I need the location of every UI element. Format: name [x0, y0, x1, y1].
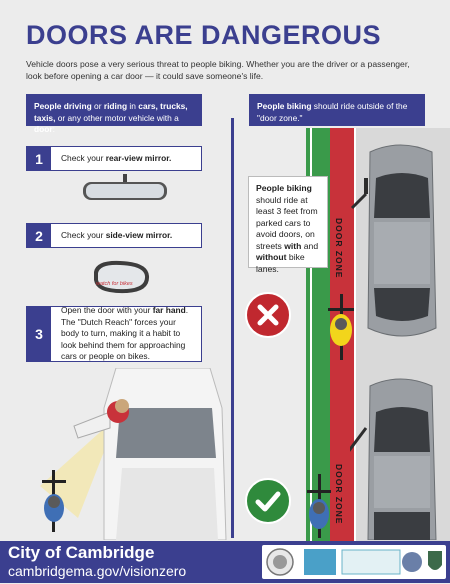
text: far hand [152, 305, 186, 316]
sight-beam [40, 416, 118, 518]
lane-line [310, 128, 312, 541]
rear-view-mirror-icon [83, 174, 167, 200]
partner-logos [262, 545, 446, 579]
cambridge-logo [304, 549, 336, 575]
text: and [301, 240, 319, 251]
bikers-label: People biking [257, 101, 312, 111]
door-zone-label-top: DOOR ZONE [334, 218, 344, 279]
driver-head [115, 399, 129, 413]
text: Open the door with your [61, 305, 153, 316]
text: in [127, 101, 139, 111]
correct-check-icon [245, 478, 291, 524]
incorrect-x-icon [245, 292, 291, 338]
drivers-header-box: People driving or riding in cars, trucks… [26, 94, 202, 134]
bikers-header-box: People biking should ride outside of the… [249, 94, 425, 126]
text: without [256, 252, 287, 262]
text: . The "Dutch Reach" forces your body to … [61, 305, 189, 362]
shield-logo [428, 551, 442, 570]
page-title: DOORS ARE DANGEROUS [26, 20, 382, 50]
step-number: 2 [27, 224, 51, 247]
vehicles-label: cars, trucks, taxis, [34, 101, 188, 123]
step-number: 3 [27, 307, 51, 361]
cyclist-in-bike-lane [307, 474, 331, 538]
step-text: Check your rear-view mirror. [61, 147, 195, 170]
dutch-reach-illustration [40, 368, 227, 540]
logos-graphic [266, 548, 442, 576]
text: : [52, 124, 55, 134]
text: side-view mirror. [105, 229, 173, 240]
traffic-department-logo [341, 549, 401, 575]
text: or [91, 101, 104, 111]
police-badge-logo [402, 552, 422, 572]
text: with [284, 240, 302, 251]
step-number: 1 [27, 147, 51, 170]
lane-line [354, 128, 356, 541]
text: should ride at least 3 feet from parked … [256, 194, 318, 251]
door-label: door [34, 124, 53, 134]
step-3: 3 Open the door with your far hand. The … [26, 305, 202, 362]
text: Check your [61, 229, 106, 240]
step-text: Check your side-view mirror. [61, 224, 195, 247]
door-zone-label-bottom: DOOR ZONE [334, 464, 344, 525]
side-view-mirror-icon: watch for bikes [90, 258, 152, 296]
website-link[interactable]: cambridgema.gov/visionzero [8, 563, 187, 579]
bike-distance-callout: People biking should ride at least 3 fee… [248, 176, 328, 274]
city-name: City of Cambridge [8, 543, 155, 562]
text: Check your [61, 152, 106, 163]
parked-car-top [350, 144, 437, 337]
open-door [73, 411, 111, 439]
text: or any other motor vehicle with a [55, 112, 179, 123]
parked-car-bottom [350, 378, 437, 540]
intro-text: Vehicle doors pose a very serious threat… [26, 59, 410, 81]
text: People biking [256, 183, 312, 193]
text: should ride outside of the "door zone." [257, 101, 408, 123]
step-text: Open the door with your far hand. The "D… [61, 305, 195, 362]
text: rear-view mirror. [105, 152, 172, 163]
riding-label: riding [103, 101, 128, 111]
drivers-label: People driving [34, 101, 92, 111]
step-2: 2 Check your side-view mirror. [26, 223, 202, 248]
text: bike lanes. [256, 252, 305, 274]
cyclist-helmet [48, 496, 60, 508]
section-divider [231, 118, 234, 538]
cyclist-in-door-zone [328, 294, 354, 360]
step-1: 1 Check your rear-view mirror. [26, 146, 202, 171]
mirror-warning-text: watch for bikes [96, 281, 133, 287]
